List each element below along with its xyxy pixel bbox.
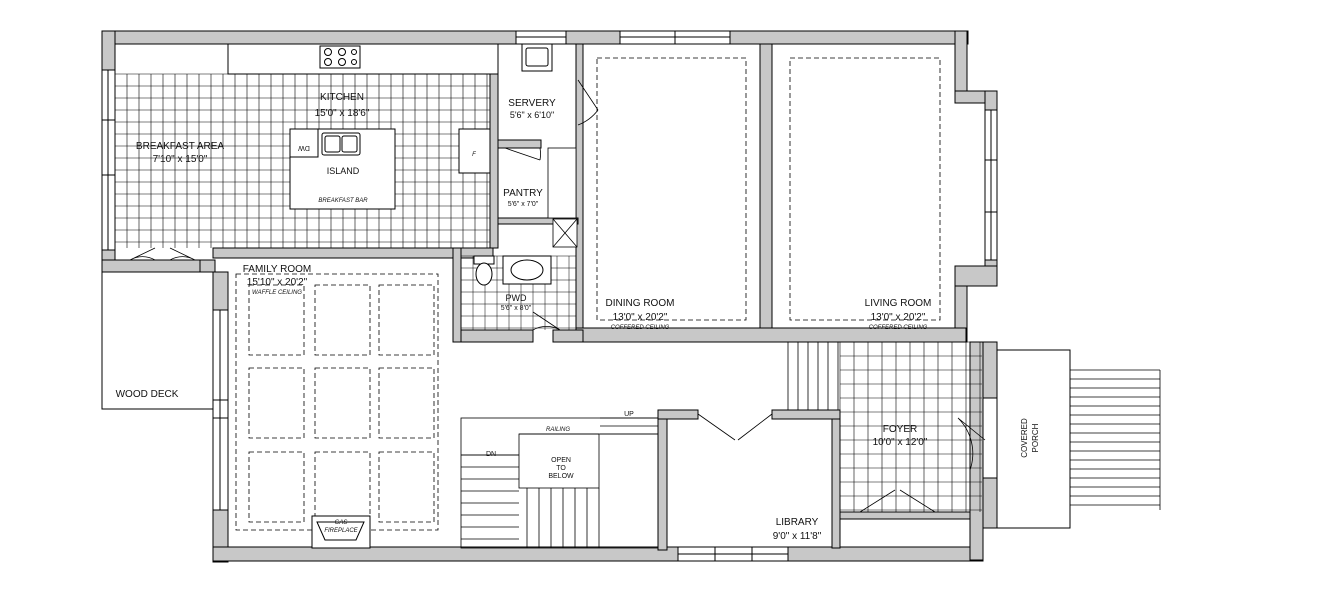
deck-name: WOOD DECK <box>116 389 179 400</box>
dining-note: COFFERED CEILING <box>611 325 670 331</box>
dishwasher-label: DW <box>298 144 310 151</box>
breakfast-bar-label: BREAKFAST BAR <box>318 198 368 204</box>
living-name: LIVING ROOM <box>865 298 932 309</box>
fridge-label: F <box>472 152 476 158</box>
coffered-ceilings <box>596 57 941 321</box>
covered-porch <box>996 349 1071 529</box>
windows <box>101 30 998 562</box>
family-note: WAFFLE CEILING <box>252 290 302 296</box>
porch-line1: COVERED <box>1020 418 1029 458</box>
pantry-dims: 5'6" x 7'0" <box>508 201 539 208</box>
fireplace-icon <box>311 515 371 549</box>
room-labels: KITCHEN 15'0" x 18'6" BREAKFAST AREA 7'1… <box>116 92 1040 542</box>
foyer-dims: 10'0" x 12'0" <box>873 437 928 448</box>
pwd-name: PWD <box>506 293 527 303</box>
library-name: LIBRARY <box>776 517 819 528</box>
wood-deck <box>101 271 214 410</box>
kitchen-dims: 15'0" x 18'6" <box>315 108 370 119</box>
kitchen-counters <box>227 43 499 210</box>
pantry-name: PANTRY <box>503 188 543 199</box>
stair-down-label: DN <box>486 451 496 458</box>
staircase <box>460 417 659 549</box>
pantry-shelving <box>547 147 578 248</box>
living-note: COFFERED CEILING <box>869 325 928 331</box>
pwd-dims: 5'6" x 8'0" <box>501 305 532 312</box>
foyer-floor-tile <box>839 341 982 512</box>
fireplace-line2: FIREPLACE <box>324 528 358 534</box>
railing-label: RAILING <box>546 427 570 433</box>
open-below-line3: BELOW <box>548 473 574 480</box>
dining-name: DINING ROOM <box>606 298 675 309</box>
breakfast-name: BREAKFAST AREA <box>136 141 225 152</box>
cooktop-icon <box>319 45 361 69</box>
open-below-line2: TO <box>556 465 566 472</box>
foyer-name: FOYER <box>883 424 917 435</box>
servery-sink-icon <box>521 43 553 72</box>
island-label: ISLAND <box>327 166 360 176</box>
porch-line2: PORCH <box>1031 423 1040 452</box>
servery-dims: 5'6" x 6'10" <box>510 110 554 120</box>
living-dims: 13'0" x 20'2" <box>871 312 926 323</box>
sink-icon <box>321 132 361 156</box>
family-dims: 15'10" x 20'2" <box>247 277 308 288</box>
pwd-fixtures <box>473 255 552 286</box>
front-steps <box>787 342 839 410</box>
kitchen-name: KITCHEN <box>320 92 364 103</box>
porch-steps <box>1054 369 1161 510</box>
library-dims: 9'0" x 11'8" <box>773 531 822 542</box>
fireplace-line1: GAS <box>335 520 348 526</box>
dining-dims: 13'0" x 20'2" <box>613 312 668 323</box>
stair-up-label: UP <box>624 411 634 418</box>
family-name: FAMILY ROOM <box>243 264 312 275</box>
breakfast-dims: 7'10" x 15'0" <box>153 154 208 165</box>
open-below-line1: OPEN <box>551 457 571 464</box>
doors <box>129 79 986 513</box>
servery-name: SERVERY <box>508 98 556 109</box>
waffle-ceiling <box>235 273 439 531</box>
